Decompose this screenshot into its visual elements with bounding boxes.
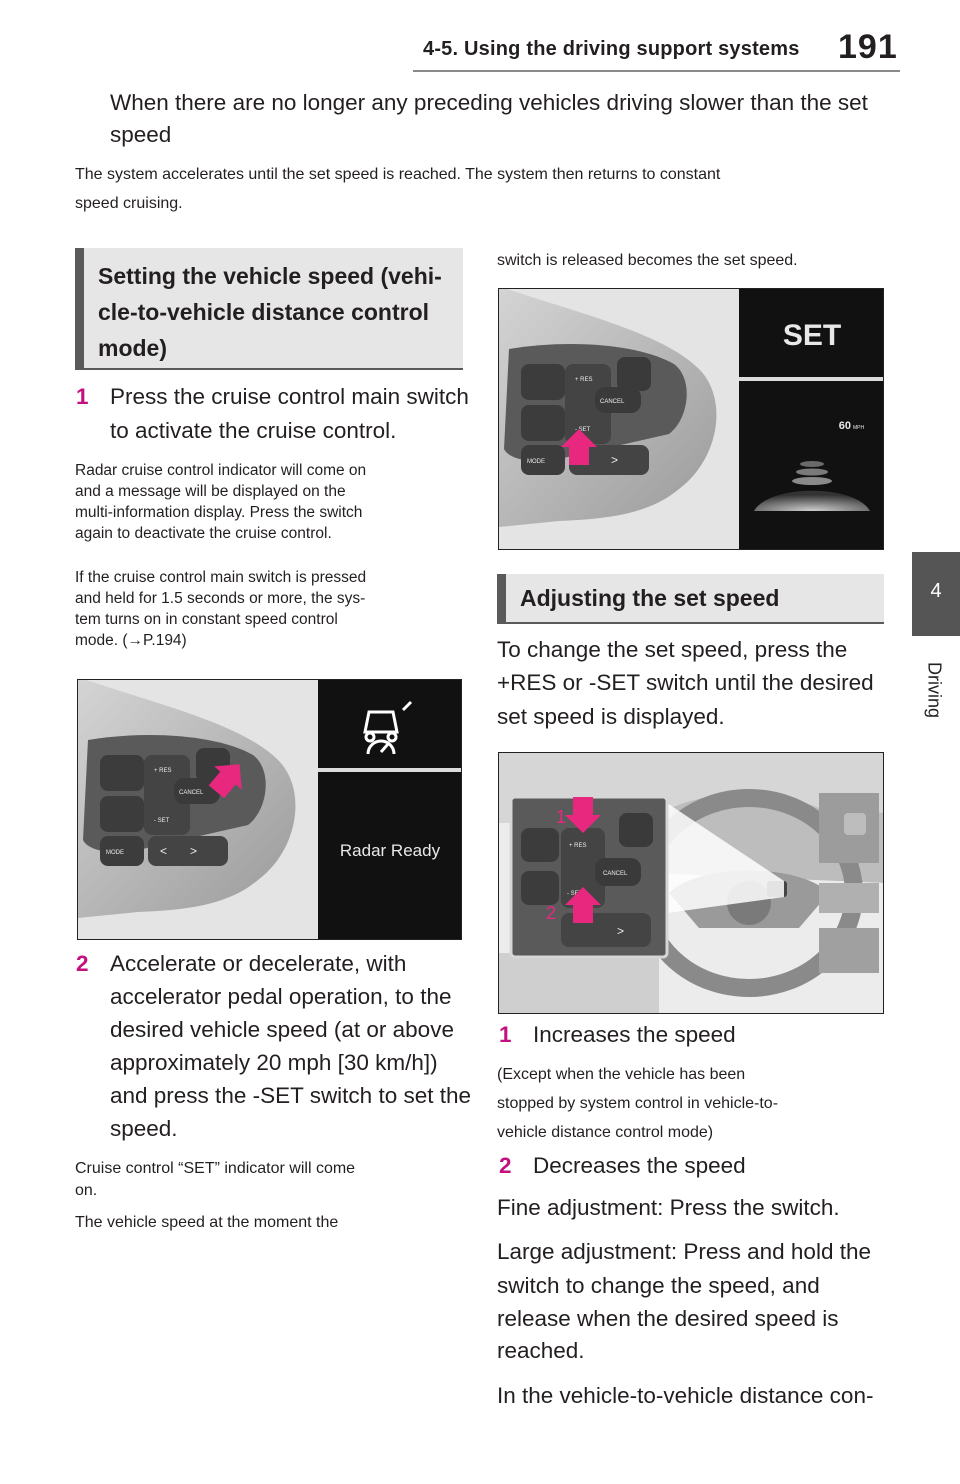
item1-note-line: (Except when the vehicle has been bbox=[497, 1066, 746, 1083]
item1-text: Increases the speed bbox=[533, 1022, 736, 1047]
step1-note-line: multi-information display. Press the swi… bbox=[75, 504, 363, 521]
increase-arrow-icon bbox=[565, 797, 601, 833]
mode-switch-label: MODE bbox=[106, 850, 124, 856]
distance-bar bbox=[800, 461, 824, 467]
radar-cruise-icon bbox=[363, 700, 413, 755]
step2-line: speed. bbox=[110, 1116, 178, 1141]
large-adjustment-line: Large adjustment: Press and hold the bbox=[497, 1239, 871, 1264]
step2-note-line: on. bbox=[75, 1182, 98, 1199]
step1-note2-line: tem turns on in constant speed control bbox=[75, 611, 338, 628]
res-switch-label: + RES bbox=[154, 768, 172, 774]
step-number: 2 bbox=[76, 951, 89, 976]
intro-note-line1: The system accelerates until the set spe… bbox=[75, 166, 721, 183]
step2-line: approximately 20 mph [30 km/h]) bbox=[110, 1050, 438, 1075]
step1-note2-line: If the cruise control main switch is pre… bbox=[75, 569, 367, 586]
item1-note-line: stopped by system control in vehicle-to- bbox=[497, 1095, 779, 1112]
step2-note2-line: The vehicle speed at the moment the bbox=[75, 1214, 339, 1231]
chapter-label: Driving bbox=[924, 661, 945, 719]
step2-line: and press the -SET switch to set the bbox=[110, 1083, 472, 1108]
road-graphic bbox=[754, 490, 870, 511]
cancel-switch-label: CANCEL bbox=[603, 871, 628, 877]
step1-note2-line: and held for 1.5 seconds or more, the sy… bbox=[75, 590, 366, 607]
res-switch-label: + RES bbox=[575, 377, 593, 383]
page-number: 191 bbox=[838, 28, 898, 66]
press-arrow-icon bbox=[208, 764, 242, 799]
fine-adjustment-text: Fine adjustment: Press the switch. bbox=[497, 1195, 840, 1220]
item-number: 1 bbox=[499, 1022, 512, 1047]
set-indicator: SET bbox=[783, 319, 841, 352]
radar-ready-message: Radar Ready bbox=[340, 841, 441, 860]
set-switch-label: - SET bbox=[567, 891, 583, 897]
section-heading-adjust: Adjusting the set speed bbox=[497, 574, 884, 624]
step-number: 1 bbox=[76, 384, 89, 409]
step2-line: accelerator pedal operation, to the bbox=[110, 984, 452, 1009]
decrease-arrow-icon bbox=[565, 887, 601, 923]
set-speed-unit: MPH bbox=[853, 425, 865, 431]
heading-line: mode) bbox=[98, 335, 167, 361]
step1-note-line: Radar cruise control indicator will come… bbox=[75, 462, 367, 479]
cancel-switch-label: CANCEL bbox=[600, 399, 625, 405]
distance-bar bbox=[792, 477, 832, 485]
svg-text:>: > bbox=[190, 844, 197, 858]
heading-line: cle-to-vehicle distance control bbox=[98, 299, 430, 325]
large-adjustment-line: release when the desired speed is bbox=[497, 1306, 839, 1331]
heading-line: Setting the vehicle speed (vehi- bbox=[98, 263, 442, 289]
callout-1: 1 bbox=[556, 807, 566, 827]
step1-note-line: and a message will be displayed on the bbox=[75, 483, 346, 500]
set-switch-label: - SET bbox=[154, 818, 170, 824]
adjust-body-line: +RES or -SET switch until the desired bbox=[497, 670, 874, 695]
step2-note-line: Cruise control “SET” indicator will come bbox=[75, 1160, 356, 1177]
step1-line1: Press the cruise control main switch bbox=[110, 384, 469, 409]
header-rule bbox=[413, 70, 900, 72]
figure-steering-switch-radar-ready: + RES - SET CANCEL MODE < > Radar Ready bbox=[77, 679, 462, 940]
heading-line: Adjusting the set speed bbox=[520, 585, 780, 611]
cancel-switch-label: CANCEL bbox=[179, 790, 204, 796]
figure-steering-switch-set: + RES - SET CANCEL MODE > SET 60 MPH bbox=[498, 288, 884, 550]
figure-cockpit-speed-switch: + RES - SET CANCEL > 1 2 bbox=[498, 752, 884, 1014]
cross-reference-link[interactable]: mode. (→P.194) bbox=[75, 632, 187, 649]
adjust-body-line: set speed is displayed. bbox=[497, 704, 725, 729]
item-number: 2 bbox=[499, 1153, 512, 1178]
item2-text: Decreases the speed bbox=[533, 1153, 746, 1178]
adjust-body-line: To change the set speed, press the bbox=[497, 637, 848, 662]
item1-note-line: vehicle distance control mode) bbox=[497, 1124, 714, 1141]
chapter-tab bbox=[912, 552, 960, 636]
svg-text:>: > bbox=[611, 453, 618, 467]
intro-lead-line2: speed bbox=[110, 122, 172, 147]
svg-text:<: < bbox=[160, 844, 167, 858]
section-title: 4-5. Using the driving support systems bbox=[423, 38, 800, 60]
intro-lead-line1: When there are no longer any preceding v… bbox=[110, 90, 868, 115]
large-adjustment-line: switch to change the speed, and bbox=[497, 1273, 820, 1298]
chapter-number: 4 bbox=[930, 580, 942, 602]
mode-switch-label: MODE bbox=[527, 459, 545, 465]
step1-note-line: again to deactivate the cruise control. bbox=[75, 525, 332, 542]
step2-note2-line: switch is released becomes the set speed… bbox=[497, 252, 798, 269]
set-speed-value: 60 bbox=[839, 420, 851, 432]
step1-line2: to activate the cruise control. bbox=[110, 418, 397, 443]
distance-bar bbox=[796, 468, 828, 476]
continuation-text: In the vehicle-to-vehicle distance con- bbox=[497, 1383, 874, 1408]
large-adjustment-line: reached. bbox=[497, 1338, 585, 1363]
press-arrow-icon bbox=[561, 429, 597, 465]
res-switch-label: + RES bbox=[569, 843, 587, 849]
step2-line: desired vehicle speed (at or above bbox=[110, 1017, 454, 1042]
svg-text:>: > bbox=[617, 924, 624, 938]
set-switch-label: - SET bbox=[575, 427, 591, 433]
intro-note-line2: speed cruising. bbox=[75, 195, 183, 212]
step2-line: Accelerate or decelerate, with bbox=[110, 951, 407, 976]
callout-2: 2 bbox=[546, 903, 556, 923]
section-heading-setting: Setting the vehicle speed (vehi- cle-to-… bbox=[75, 248, 463, 370]
